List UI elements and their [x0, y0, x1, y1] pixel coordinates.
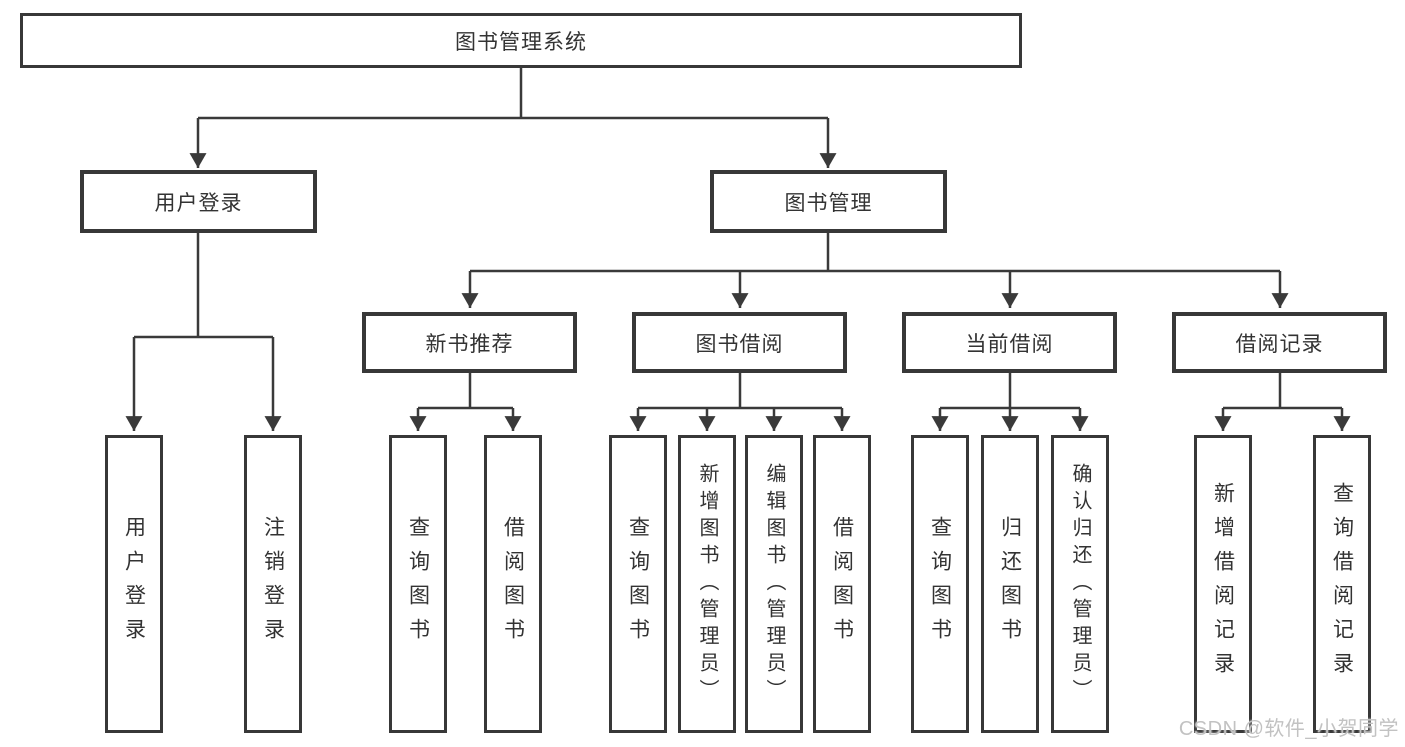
node-label: 新增借阅记录 [1211, 482, 1235, 686]
node-label: 查询图书 [928, 516, 952, 652]
leaf-user-login: 用户登录 [105, 435, 163, 733]
leaf-return-book: 归还图书 [981, 435, 1039, 733]
node-user-login: 用户登录 [80, 170, 317, 233]
leaf-add-book-admin: 新增图书（管理员） [678, 435, 736, 733]
node-book-borrow: 图书借阅 [632, 312, 847, 373]
leaf-logout: 注销登录 [244, 435, 302, 733]
node-current-borrow: 当前借阅 [902, 312, 1117, 373]
node-label: 查询图书 [406, 516, 430, 652]
node-label: 用户登录 [122, 516, 146, 652]
node-label: 新书推荐 [425, 332, 514, 356]
node-label: 用户登录 [154, 191, 243, 215]
leaf-borrow-book-1: 借阅图书 [484, 435, 542, 733]
node-new-book-recommend: 新书推荐 [362, 312, 577, 373]
node-book-management: 图书管理 [710, 170, 947, 233]
leaf-borrow-book-2: 借阅图书 [813, 435, 871, 733]
node-label: 借阅图书 [830, 516, 854, 652]
leaf-query-book-2: 查询图书 [609, 435, 667, 733]
leaf-confirm-return-admin: 确认归还（管理员） [1051, 435, 1109, 733]
node-label: 确认归还（管理员） [1069, 462, 1091, 706]
leaf-query-book-1: 查询图书 [389, 435, 447, 733]
node-label: 编辑图书（管理员） [763, 462, 785, 706]
node-label: 借阅图书 [501, 516, 525, 652]
node-label: 注销登录 [261, 516, 285, 652]
node-label: 查询借阅记录 [1330, 482, 1354, 686]
node-label: 当前借阅 [965, 332, 1054, 356]
leaf-query-borrow-record: 查询借阅记录 [1313, 435, 1371, 733]
leaf-add-borrow-record: 新增借阅记录 [1194, 435, 1252, 733]
node-label: 图书管理系统 [455, 30, 587, 54]
leaf-edit-book-admin: 编辑图书（管理员） [745, 435, 803, 733]
node-library-management-system: 图书管理系统 [20, 13, 1022, 68]
leaf-query-book-3: 查询图书 [911, 435, 969, 733]
node-borrow-record: 借阅记录 [1172, 312, 1387, 373]
node-label: 新增图书（管理员） [696, 462, 718, 706]
node-label: 图书管理 [784, 191, 873, 215]
node-label: 查询图书 [626, 516, 650, 652]
node-label: 借阅记录 [1235, 332, 1324, 356]
node-label: 图书借阅 [695, 332, 784, 356]
node-label: 归还图书 [998, 516, 1022, 652]
